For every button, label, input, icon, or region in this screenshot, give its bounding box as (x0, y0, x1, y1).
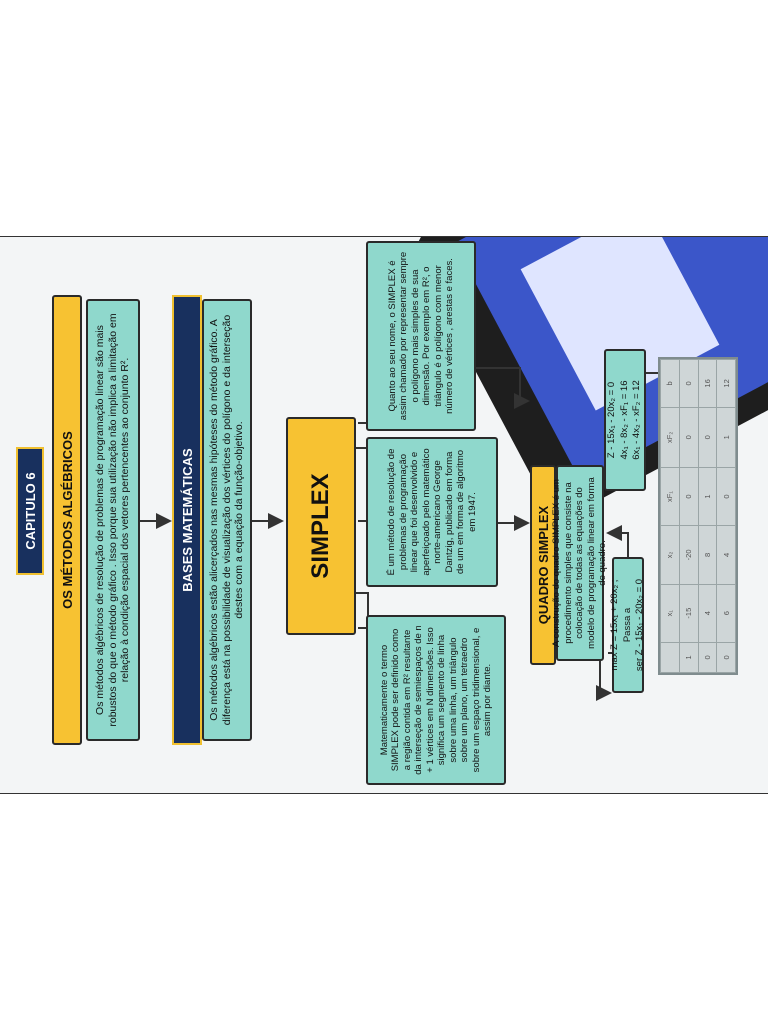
table-header-cell: xF₂ (660, 407, 680, 468)
table-cell: 0 (698, 407, 717, 468)
table-header-cell (660, 642, 680, 673)
table-cell: 0 (716, 467, 736, 526)
table-cell: 4 (698, 584, 717, 643)
table-row: 0 4 8 1 0 16 (698, 359, 717, 673)
table-cell: 4 (716, 525, 736, 585)
simplex-name: Quanto ao seu nome, o SIMPLEX é assim ch… (366, 241, 476, 431)
table-row: 0 6 4 0 1 12 (716, 359, 736, 673)
table-cell: 0 (679, 359, 698, 408)
quadro-text: A construção do quadro SIMPLEX é um proc… (551, 465, 608, 661)
metodos-title: OS MÉTODOS ALGÉBRICOS (52, 295, 82, 745)
bases-text: Os métodos algébricos estão alicerçados … (202, 299, 252, 741)
diagram-stage: CAPITULO 6 OS MÉTODOS ALGÉBRICOS Os méto… (0, 236, 768, 794)
simplex-definition: Matematicamente o termo SIMPLEX pode ser… (366, 615, 506, 785)
table-cell: 0 (679, 467, 698, 526)
table-header-cell: x₁ (660, 584, 680, 643)
table-cell: 12 (716, 359, 736, 408)
table-cell: -20 (679, 525, 698, 585)
equation-max: max Z = 15x₁ + 20x₂ ; Passa a ser Z - 15… (609, 557, 645, 693)
table-header-cell: x₂ (660, 525, 680, 585)
rotated-mindmap: CAPITULO 6 OS MÉTODOS ALGÉBRICOS Os méto… (0, 237, 768, 793)
table-cell: 6 (716, 584, 736, 643)
simplex-history: É um método de resolução de problemas de… (366, 437, 498, 587)
table-header-row: x₁ x₂ xF₁ xF₂ b (660, 359, 680, 673)
table-header-cell: b (660, 359, 680, 408)
table-cell: 1 (698, 467, 717, 526)
equation-system: Z - 15x₁ - 20x₂ = 0 4x₁ - 8x₂ - xF₁ = 16… (604, 349, 646, 491)
table-header-cell: xF₁ (660, 467, 680, 526)
table-cell: 0 (679, 407, 698, 468)
table-cell: -15 (679, 584, 698, 643)
table-cell: 1 (679, 642, 698, 673)
simplex-title: SIMPLEX (286, 417, 356, 635)
table-cell: 1 (716, 407, 736, 468)
bases-title: BASES MATEMÁTICAS (172, 295, 202, 745)
table-cell: 0 (698, 642, 717, 673)
table-cell: 16 (698, 359, 717, 408)
table-cell: 8 (698, 525, 717, 585)
table-row: 1 -15 -20 0 0 0 (679, 359, 698, 673)
simplex-table: x₁ x₂ xF₁ xF₂ b 1 -15 -20 0 0 0 0 4 (658, 357, 738, 675)
chapter-title: CAPITULO 6 (16, 447, 44, 575)
table-cell: 0 (716, 642, 736, 673)
metodos-text: Os métodos algébricos de resolução de pr… (86, 299, 140, 741)
